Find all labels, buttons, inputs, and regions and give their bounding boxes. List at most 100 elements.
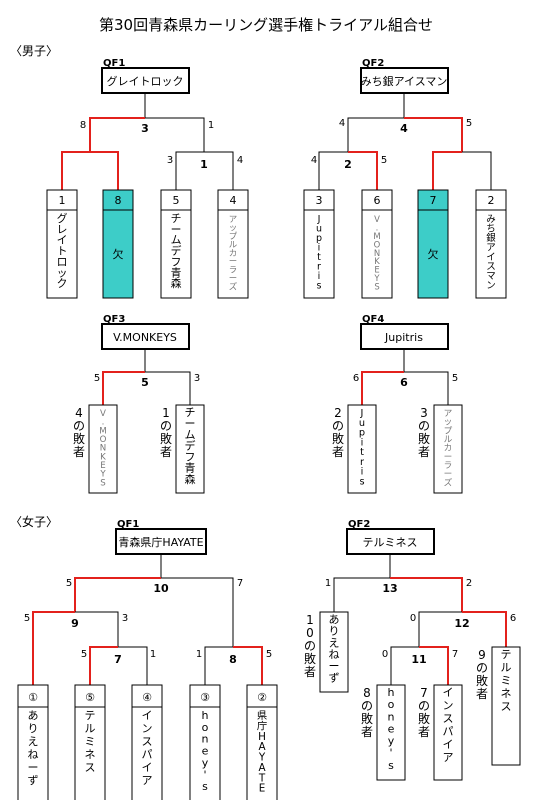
men-qf3-winner: V.MONKEYS (113, 331, 177, 344)
team-name-box (17, 706, 49, 803)
women-qf1-team-0: ① ありえねーず (17, 684, 49, 803)
women-qf1-g8-right (233, 646, 263, 685)
team-name: 欠 (428, 247, 439, 261)
men-qf1-team-1: 8欠 (102, 189, 134, 299)
seed-number: 5 (173, 194, 180, 207)
team-name: ありえねーず (28, 709, 39, 787)
seed-number: 3 (316, 194, 323, 207)
women-qf2-g12-score: 12 (454, 617, 469, 630)
women-qf1-g8-left-score: 1 (196, 649, 202, 660)
men-qf2-top-left-line (347, 117, 404, 152)
men-qf1-g-right (175, 151, 234, 190)
team-name: インスパイア (443, 686, 454, 764)
team-name-box (347, 404, 377, 494)
women-qf1-g9-score: 9 (71, 617, 79, 630)
women-qf1-g10-right-score: 7 (237, 578, 243, 589)
seed-number: 1 (59, 194, 66, 207)
men-qf3-right-line (145, 371, 191, 405)
seed-number: ⑤ (85, 691, 95, 704)
women-qf1-g7-right-score: 1 (150, 649, 156, 660)
team-name-box (189, 706, 221, 803)
women-qf2-g12-left (418, 611, 462, 647)
men-qf2-top-left-score: 4 (339, 118, 345, 129)
seed-number: 7 (430, 194, 437, 207)
men-qf1-sub-score: 1 (200, 158, 208, 171)
women-qf1-g8-left (204, 646, 233, 685)
team-name: インスパイア (142, 709, 153, 787)
men-section-label: 〈男子〉 (10, 44, 58, 58)
team-name-box (376, 684, 406, 781)
team-name-box (319, 611, 349, 693)
men-qf4-left-line (361, 371, 404, 405)
team-name-box (433, 684, 463, 781)
women-qf2-g12-right-score: 6 (510, 613, 516, 624)
women-qf1-g9-left (32, 611, 75, 685)
seed-number: ① (28, 691, 38, 704)
team-name-box (160, 209, 192, 299)
women-qf2-g13-left (333, 577, 390, 612)
men-qf2-g-left-b (348, 151, 378, 190)
women-qf2-tag: QF2 (348, 519, 370, 530)
men-qf1-top-right-line (145, 117, 205, 152)
men-qf3-left-line (102, 371, 145, 405)
team-name: テルミネス (501, 648, 512, 713)
team-name-box (417, 209, 449, 299)
men-qf1-top-score: 3 (141, 122, 149, 135)
women-qf1-g9-right-score: 3 (122, 613, 128, 624)
women-qf2-g11-right-score: 7 (452, 649, 458, 660)
women-qf1-g7-score: 7 (114, 653, 122, 666)
women-qf1-g7-right (118, 646, 148, 685)
seed-number: 6 (374, 194, 381, 207)
men-qf1-g-left (61, 151, 119, 190)
seed-number: 4 (230, 194, 237, 207)
men-qf4-right-score: 5 (452, 373, 458, 384)
women-qf1-g7-left (89, 646, 118, 685)
women-qf1-g7-left-score: 5 (81, 649, 87, 660)
team-name-box (74, 706, 106, 803)
team-name-box (102, 209, 134, 299)
team-name-box (303, 209, 335, 299)
seed-number: ② (257, 691, 267, 704)
women-qf1-g10-score: 10 (153, 582, 169, 595)
men-qf4-left-score: 6 (353, 373, 359, 384)
women-qf1-g8-right-score: 5 (266, 649, 272, 660)
men-qf3-right-score: 3 (194, 373, 200, 384)
team-name-box (433, 404, 463, 494)
women-qf1-winner-box (115, 528, 207, 555)
men-qf2-sub-right: 5 (381, 155, 387, 166)
men-qf2-top-score: 4 (400, 122, 408, 135)
team-name-box (361, 209, 393, 299)
men-qf1-top-left-line (89, 117, 145, 152)
men-qf2-sub-left: 4 (311, 155, 317, 166)
team-name-box (46, 209, 78, 299)
team-name: テルミネス (85, 709, 96, 774)
men-qf3-tag: QF3 (103, 314, 125, 325)
women-qf1-tag: QF1 (117, 519, 139, 530)
men-qf1-winner: グレイトロック (107, 74, 184, 88)
